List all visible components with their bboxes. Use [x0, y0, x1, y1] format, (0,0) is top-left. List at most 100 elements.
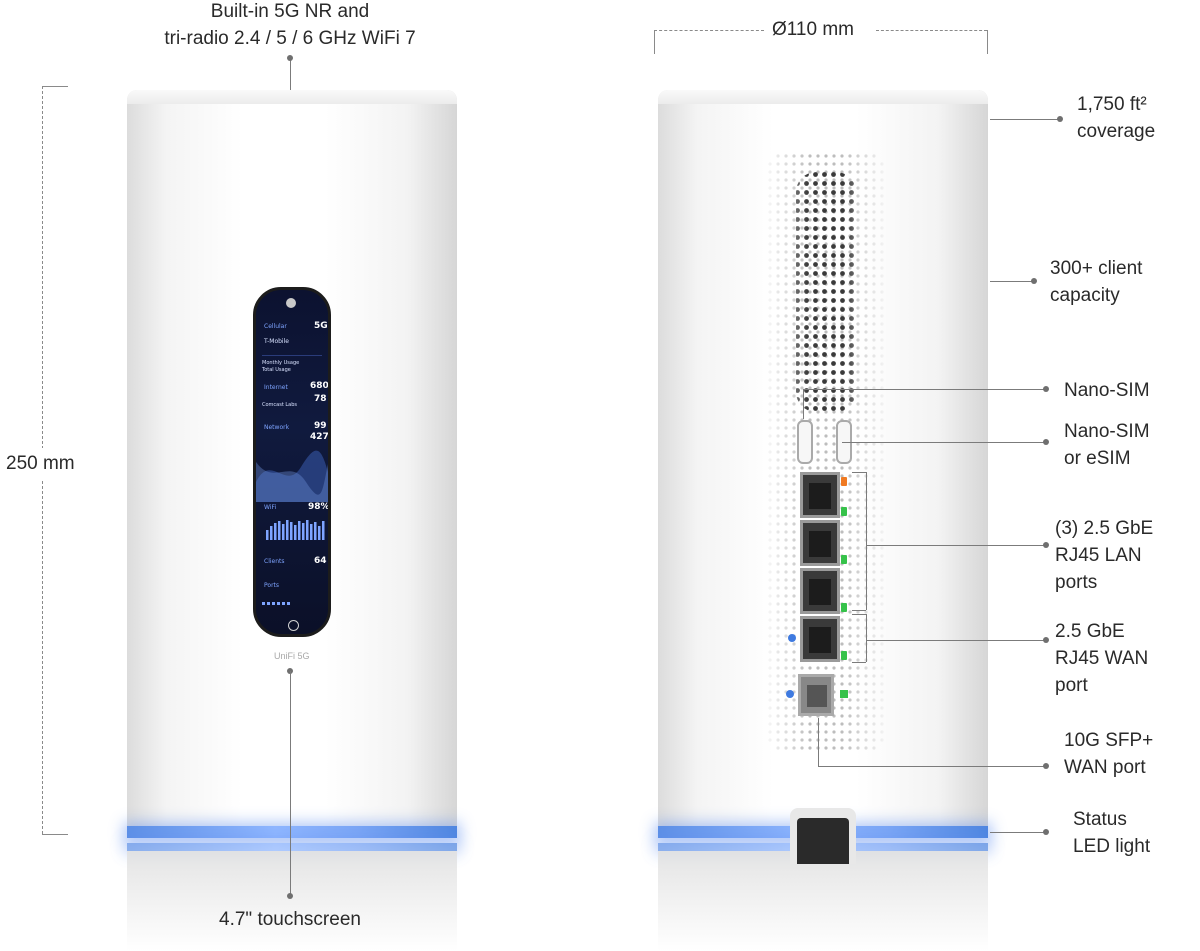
lan-ports-line2: RJ45 LAN: [1055, 545, 1142, 566]
wan-bracket-top: [852, 614, 866, 615]
wan-port-line3: port: [1055, 675, 1088, 696]
screen-clients-count: 64: [314, 556, 327, 566]
diameter-line-left: [654, 30, 764, 31]
clients-leader-dot: [1031, 278, 1037, 284]
lan-port-1-socket: [809, 483, 831, 509]
lan-port-3[interactable]: [800, 568, 847, 614]
nano-sim-slot-1[interactable]: [797, 420, 813, 464]
sfp-port[interactable]: [798, 674, 834, 716]
wifi-5g-label-line1: Built-in 5G NR and: [210, 1, 370, 22]
wifi-5g-leader-dot: [287, 55, 293, 61]
lan-port-1-led-green: [841, 507, 847, 516]
wan-port-led-green: [841, 651, 847, 660]
sfp-line2: WAN port: [1064, 757, 1146, 778]
wan-leader: [866, 640, 1046, 641]
screen-internet-up: 78: [314, 394, 327, 404]
wifi-5g-label-line2: tri-radio 2.4 / 5 / 6 GHz WiFi 7: [164, 28, 416, 49]
router-back-floor-reflection: [658, 851, 988, 951]
screen-internet: Internet: [264, 384, 288, 391]
wan-port-line1: 2.5 GbE: [1055, 621, 1125, 642]
screen-power-icon: [286, 298, 296, 308]
lan-port-3-led-green: [841, 603, 847, 612]
screen-cellular: Cellular: [264, 323, 287, 330]
coverage-line2: coverage: [1077, 121, 1156, 142]
sfp-leader-v: [818, 718, 819, 766]
screen-network-graph: [256, 450, 328, 502]
coverage-line1: 1,750 ft²: [1077, 94, 1147, 115]
nano-esim-leader-dot: [1043, 439, 1049, 445]
screen-divider-1: [262, 355, 322, 356]
screen-signal: 5G: [314, 321, 328, 331]
lan-leader: [866, 545, 1046, 546]
lan-ports-label: (3) 2.5 GbE RJ45 LAN ports: [1055, 515, 1153, 596]
lan-port-2[interactable]: [800, 520, 847, 566]
wan-bracket-bottom: [852, 662, 866, 663]
screen-clients: Clients: [264, 558, 285, 565]
status-line1: Status: [1073, 809, 1127, 830]
lan-bracket-side: [866, 472, 867, 610]
router-front-led-reflection: [127, 843, 457, 851]
nano-esim-line1: Nano-SIM: [1064, 421, 1150, 442]
sfp-globe-icon: [786, 690, 794, 698]
clients-line2: capacity: [1050, 285, 1120, 306]
sfp-port-socket: [807, 685, 827, 707]
touchscreen[interactable]: Cellular 5G T-Mobile Monthly Usage Total…: [253, 287, 331, 637]
status-line2: LED light: [1073, 836, 1151, 857]
status-leader: [990, 832, 1046, 833]
lan-ports-line1: (3) 2.5 GbE: [1055, 518, 1154, 539]
touchscreen-leader-dot-bottom: [287, 893, 293, 899]
height-tick-top: [42, 86, 68, 87]
clients-label: 300+ client capacity: [1050, 255, 1142, 309]
sfp-label: 10G SFP+ WAN port: [1064, 727, 1153, 781]
coverage-label: 1,750 ft² coverage: [1077, 91, 1155, 145]
lan-leader-dot: [1043, 542, 1049, 548]
wifi-5g-label: Built-in 5G NR and tri-radio 2.4 / 5 / 6…: [120, 0, 460, 52]
lan-port-3-socket: [809, 579, 831, 605]
brand-text: UniFi 5G: [274, 651, 310, 661]
diameter-tick-left: [654, 30, 655, 54]
screen-port-dots: [262, 602, 292, 605]
lan-port-1[interactable]: [800, 472, 847, 518]
screen-ports: Ports: [264, 582, 280, 589]
screen-monthly-usage: Monthly Usage: [262, 360, 300, 366]
lan-port-2-led-green: [841, 555, 847, 564]
lan-bracket-top: [852, 472, 866, 473]
touchscreen-leader: [290, 671, 291, 896]
wan-port[interactable]: [800, 616, 847, 662]
nano-esim-line2: or eSIM: [1064, 448, 1131, 469]
coverage-leader: [990, 119, 1060, 120]
screen-network-up: 427: [310, 432, 329, 442]
router-front-cap: [127, 90, 457, 104]
diameter-tick-right: [987, 30, 988, 54]
diameter-line-right: [876, 30, 987, 31]
diameter-label: Ø110 mm: [772, 19, 855, 40]
screen-wifi: WiFi: [264, 504, 277, 511]
screen-internet-down: 680: [310, 381, 329, 391]
coverage-leader-dot: [1057, 116, 1063, 122]
screen-carrier: T-Mobile: [264, 338, 289, 345]
wan-port-label: 2.5 GbE RJ45 WAN port: [1055, 618, 1148, 699]
screen-settings-icon[interactable]: [288, 620, 299, 631]
screen-total-usage: Total Usage: [262, 367, 291, 373]
lan-ports-line3: ports: [1055, 572, 1098, 593]
screen-network-down: 99: [314, 421, 327, 431]
sfp-leader: [818, 766, 1046, 767]
status-led-label: Status LED light: [1073, 806, 1150, 860]
wan-leader-dot: [1043, 637, 1049, 643]
nano-sim-leader: [803, 389, 1046, 390]
vent-grille: [766, 152, 886, 752]
clients-line1: 300+ client: [1050, 258, 1143, 279]
screen-wifi-percent: 98%: [308, 502, 330, 512]
screen-wifi-bars: [266, 520, 325, 540]
sfp-leader-dot: [1043, 763, 1049, 769]
wifi-5g-leader: [290, 58, 291, 92]
height-label: 250 mm: [6, 448, 75, 479]
status-leader-dot: [1043, 829, 1049, 835]
height-tick-bottom: [42, 834, 68, 835]
nano-sim-label: Nano-SIM: [1064, 380, 1150, 401]
wan-globe-icon: [788, 634, 796, 642]
sfp-line1: 10G SFP+: [1064, 730, 1154, 751]
lan-port-1-led-orange: [841, 477, 847, 486]
sfp-led: [840, 690, 848, 698]
cable-cutout-inner: [797, 818, 849, 864]
